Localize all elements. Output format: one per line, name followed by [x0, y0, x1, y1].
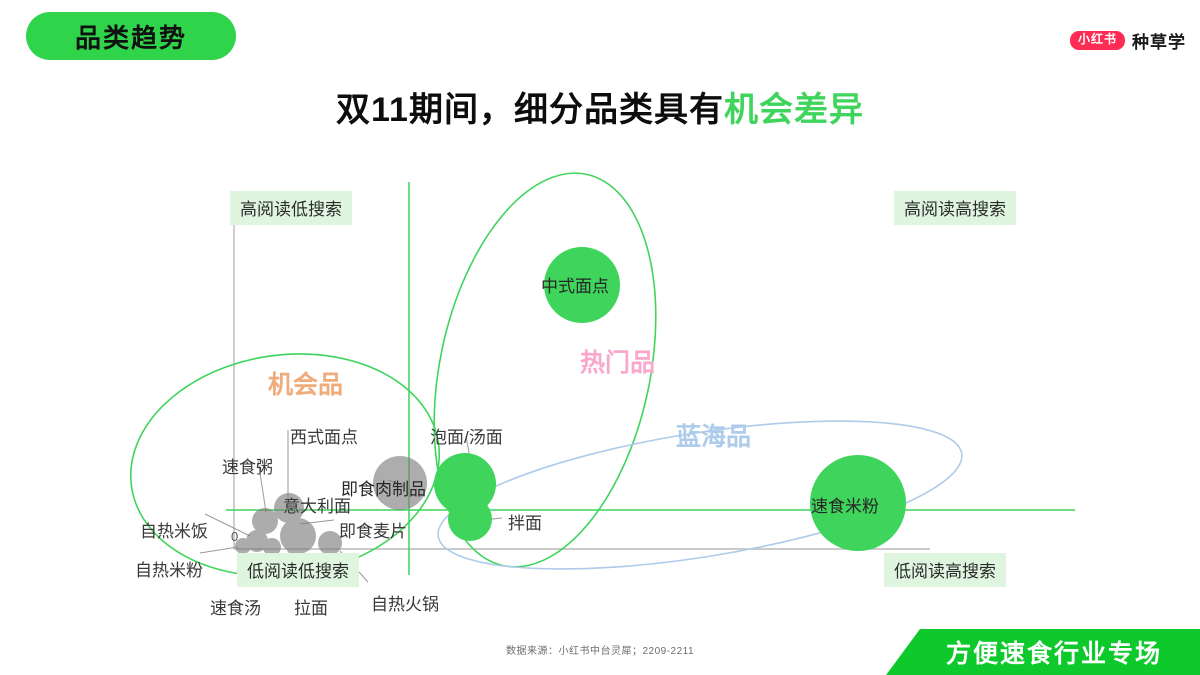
bubble-速食粥 [252, 508, 278, 534]
bubble-西式面点 [278, 502, 298, 522]
bubble-group-green [434, 247, 906, 551]
bubble-自热米粉 [235, 538, 251, 554]
group-label-hot: 热门品 [580, 349, 656, 377]
bubble-速食汤 [263, 538, 281, 556]
bubble-label-西式面点: 西式面点 [290, 428, 358, 447]
category-trend-badge: 品类趋势 [26, 12, 236, 60]
data-source-note: 数据来源：小红书中台灵犀；2209-2211 [505, 646, 695, 657]
bubble-label-拉面: 拉面 [294, 599, 328, 618]
bubble-泡面汤面 [434, 453, 496, 515]
leader-line [204, 513, 251, 537]
bubble-label-速食粥: 速食粥 [222, 458, 273, 477]
brand-sub-label: 种草学 [1132, 33, 1186, 52]
bubble-自热火锅 [318, 531, 342, 555]
bubble-label-即食肉制品: 即食肉制品 [341, 480, 426, 499]
xiaohongshu-logo: 小红书 [1069, 31, 1125, 50]
brand-lockup: 小红书 种草学 [1069, 28, 1186, 53]
group-label-blue-ocean: 蓝海品 [676, 423, 752, 451]
page-title: 双11期间，细分品类具有机会差异 [0, 82, 1200, 131]
bubble-label-拌面: 拌面 [508, 514, 542, 533]
bubble-label-自热火锅: 自热火锅 [371, 595, 439, 614]
quadrant-label-bottom-right: 低阅读高搜索 [884, 553, 1006, 587]
leader-line [199, 546, 239, 554]
quadrant-label-bottom-left: 低阅读低搜索 [237, 553, 359, 587]
bubble-label-自热米饭: 自热米饭 [140, 522, 208, 541]
quadrant-label-top-left: 高阅读低搜索 [230, 191, 352, 225]
bubble-即食肉制品 [373, 456, 427, 510]
bubble-label-速食米粉: 速食米粉 [811, 497, 879, 516]
bubble-拉面 [286, 536, 306, 556]
group-label-opportunity: 机会品 [268, 371, 344, 399]
bubble-label-中式面点: 中式面点 [541, 277, 609, 296]
bubble-label-意大利面: 意大利面 [283, 497, 351, 516]
category-trend-badge-label: 品类趋势 [74, 22, 187, 53]
page-title-main: 双11期间，细分品类具有 [336, 91, 724, 129]
bubble-中式面点 [544, 247, 620, 323]
bubble-label-泡面汤面: 泡面/汤面 [430, 428, 503, 447]
bubble-速食米粉 [810, 455, 906, 551]
bubble-拌面 [448, 497, 492, 541]
bubble-group-gray [235, 456, 427, 556]
footer-banner: 方便速食行业专场 [886, 629, 1200, 675]
bubble-label-速食汤: 速食汤 [210, 599, 261, 618]
leader-line [257, 459, 267, 513]
bubble-自热米饭 [246, 530, 268, 552]
footer-banner-label: 方便速食行业专场 [945, 640, 1162, 668]
axis-origin-label: 0 [231, 529, 239, 544]
bubble-label-即食麦片: 即食麦片 [339, 522, 407, 541]
page-title-highlight: 机会差异 [723, 91, 864, 129]
quadrant-label-top-right: 高阅读高搜索 [894, 191, 1016, 225]
bubble-label-自热米粉: 自热米粉 [135, 561, 203, 580]
group-ring-blue-ocean [437, 420, 963, 570]
